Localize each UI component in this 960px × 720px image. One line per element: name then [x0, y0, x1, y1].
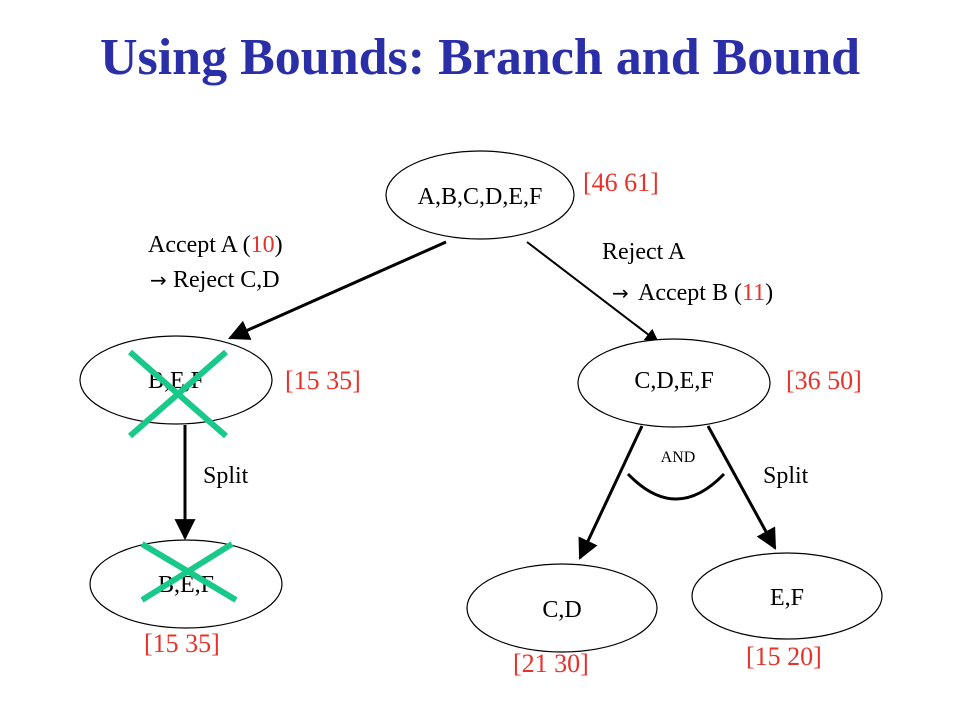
edge-left-label-line1: Accept A (10)	[148, 232, 283, 258]
edge-root-left	[228, 240, 447, 340]
node-root: A,B,C,D,E,F	[385, 150, 575, 240]
node-left-cross-mark	[128, 349, 228, 439]
edge-right-ef	[706, 425, 777, 550]
node-left-child-cross-mark	[140, 541, 238, 603]
node-right: C,D,E,F	[577, 338, 771, 428]
node-root-label: A,B,C,D,E,F	[418, 184, 543, 210]
node-left-child-bound: [15 35]	[144, 629, 220, 658]
edge-right-split-label: Split	[763, 463, 809, 489]
page-title: Using Bounds: Branch and Bound	[99, 29, 861, 86]
edge-left-label-line2: → Reject C,D	[150, 267, 280, 293]
right-arrow-icon: →	[150, 268, 167, 292]
edge-right-cd	[578, 425, 644, 560]
right-arrow-icon: →	[612, 281, 629, 305]
node-ef-bound: [15 20]	[746, 642, 822, 671]
edge-root-right	[526, 241, 660, 343]
node-cd-bound: [21 30]	[513, 649, 589, 678]
node-ef-label: E,F	[770, 585, 804, 611]
node-left-bound: [15 35]	[285, 366, 361, 395]
node-right-bound: [36 50]	[786, 366, 862, 395]
edge-right-label-line1: Reject A	[602, 239, 686, 265]
edge-right-label-line2: → Accept B (11)	[612, 280, 773, 306]
svg-text:Accept B (11): Accept B (11)	[638, 280, 773, 306]
node-root-bound: [46 61]	[583, 168, 659, 197]
node-left-child: B,E,F	[89, 539, 283, 629]
and-label: AND	[661, 449, 696, 466]
svg-text:Reject C,D: Reject C,D	[173, 267, 280, 293]
edge-left-split-label: Split	[203, 463, 249, 489]
and-arc	[626, 472, 726, 501]
node-cd: C,D	[466, 563, 658, 653]
node-cd-label: C,D	[542, 597, 581, 623]
node-ef: E,F	[691, 552, 883, 640]
node-right-label: C,D,E,F	[634, 368, 713, 394]
node-left: B,E,F	[79, 335, 273, 439]
